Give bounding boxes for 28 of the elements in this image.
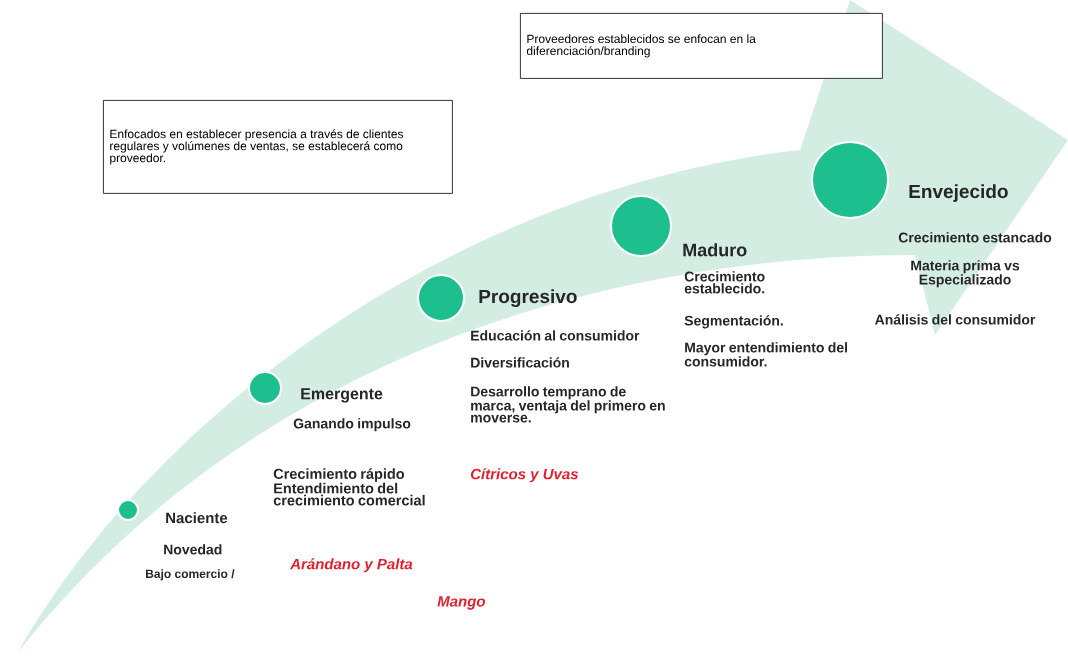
stage-description: Desarrollo temprano de marca, ventaja del primero en moverse. <box>471 386 665 423</box>
stage-description: Materia prima vs Especializado <box>911 260 1020 288</box>
stage-description: Crecimiento rápido Entendimiento del crecimiento comercial <box>273 468 425 506</box>
stage-circle <box>610 195 672 257</box>
stage-description: Crecimiento estancado <box>898 232 1052 243</box>
stage-description: Educación al consumidor <box>471 330 640 341</box>
stage-description: Análisis del consumidor <box>875 314 1036 325</box>
stage-description: Ganando impulso <box>293 418 411 432</box>
stage-circle <box>811 141 889 219</box>
example-label: Mango <box>437 596 486 610</box>
stage-description: Segmentación. <box>684 315 783 329</box>
example-label: Arándano y Palta <box>289 558 413 573</box>
stage-description: Diversificación <box>471 357 569 368</box>
stage-description: Novedad <box>164 544 222 555</box>
stage-name: Progresivo <box>479 289 577 307</box>
note-box: Enfocados en establecer presencia a través de clientes regulares y volúmenes de ventas, se establecerá como proveedor. <box>103 100 453 194</box>
stage-circle <box>248 371 282 405</box>
example-label: Cítricos y Uvas <box>470 468 579 483</box>
stage-name: Envejecido <box>909 184 1008 202</box>
stage-circle <box>417 274 465 322</box>
stage-description: Mayor entendimiento del consumidor. <box>684 342 847 367</box>
stage-description: Bajo comercio / <box>146 569 235 581</box>
stage-name: Naciente <box>166 512 228 524</box>
stage-name: Maduro <box>683 243 747 257</box>
stage-circle <box>117 499 139 521</box>
note-box: Proveedores establecidos se enfocan en la diferenciación/branding <box>520 13 883 79</box>
stage-description: Crecimiento establecido. <box>684 271 765 294</box>
stage-name: Emergente <box>301 388 383 403</box>
